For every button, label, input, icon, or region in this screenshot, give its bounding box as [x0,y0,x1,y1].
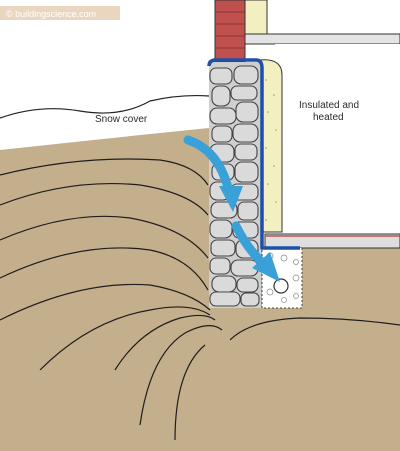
watermark-text: © buildingscience.com [6,9,96,19]
interior-insulation [259,59,283,233]
water-flow-arrowhead-lower [252,252,280,282]
label-interior-line2: heated [313,112,344,123]
brick-courses [215,11,245,49]
floor-rim [244,33,400,45]
brick-sill [214,0,246,63]
drain-pipe-icon [273,278,289,294]
label-snow-cover: Snow cover [95,114,148,125]
insulation-dots [265,79,277,221]
water-flow-arrowhead-upper [219,186,243,212]
interior-space [275,44,400,234]
label-interior-line1: Insulated and [299,100,359,111]
snow-cover-line [0,94,210,119]
capillary-break-membrane [207,58,300,250]
soil-contours [0,158,400,441]
watermark-strip [0,6,120,20]
soil-ground [0,128,209,451]
concrete-slab [264,233,400,249]
water-flow-arrow-icon [183,135,233,193]
